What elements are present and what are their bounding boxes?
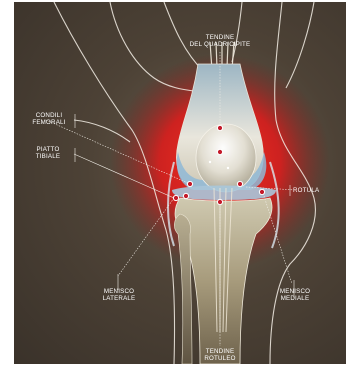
marker-condyle-left <box>187 181 192 186</box>
marker-meniscus-lateral <box>183 193 188 198</box>
marker-patellar-tendon <box>217 199 222 204</box>
marker-condyle-right <box>237 181 242 186</box>
label-menisco-mediale: MENISCO MEDIALE <box>272 288 318 302</box>
label-condili-femorali: CONDILI FEMORALI <box>26 112 72 126</box>
knee-illustration <box>14 2 346 364</box>
marker-patella <box>217 149 222 154</box>
label-menisco-laterale: MENISCO LATERALE <box>96 288 142 302</box>
label-rotula: ROTULA <box>293 187 333 194</box>
marker-quadriceps-tendon <box>217 125 222 130</box>
label-tendine-rotuleo: TENDINE ROTULEO <box>194 348 246 362</box>
label-piatto-tibiale: PIATTO TIBIALE <box>28 146 68 160</box>
marker-tibial-plateau <box>173 195 178 200</box>
knee-anatomy-figure: TENDINE DEL QUADRICIPITE CONDILI FEMORAL… <box>14 2 346 364</box>
patella-bone <box>196 124 256 192</box>
label-tendine-quadricipite: TENDINE DEL QUADRICIPITE <box>184 34 256 48</box>
marker-meniscus-medial <box>259 189 264 194</box>
